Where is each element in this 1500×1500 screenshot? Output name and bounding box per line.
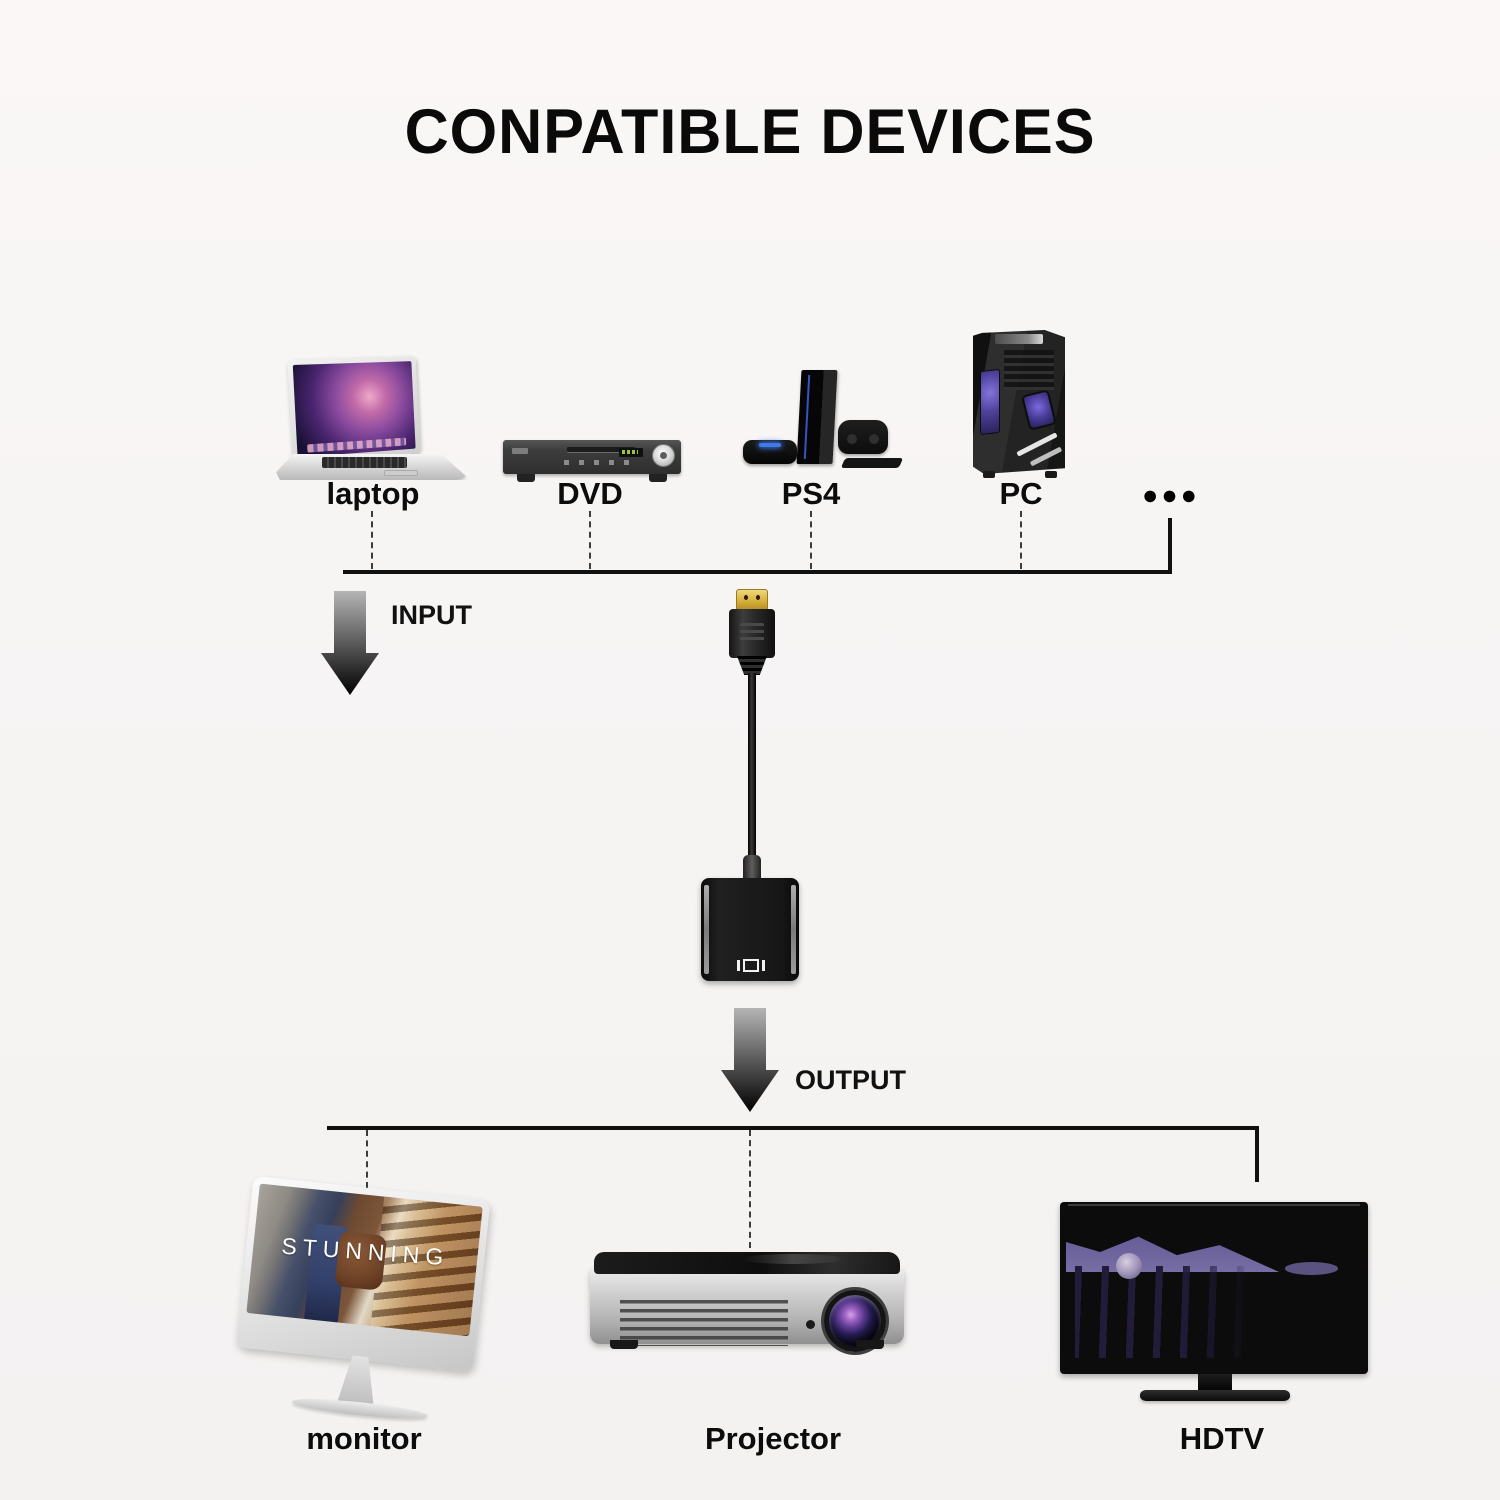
pc-vents (1004, 350, 1054, 390)
hdmi-strain-relief (737, 656, 767, 675)
projector-image (590, 1252, 904, 1352)
ps4-controller-lightbar (743, 440, 797, 464)
dvd-display (619, 448, 643, 457)
pc-foot (1045, 471, 1057, 478)
vga-port-socket (743, 958, 759, 972)
hdmi-plug-body (729, 609, 775, 658)
input-device-label-pc: PC (999, 476, 1043, 511)
hdtv-screen (1066, 1208, 1362, 1368)
ps4-tower (796, 370, 838, 464)
adapter-cable (748, 673, 756, 861)
connector-dashed-ps4 (810, 511, 812, 569)
monitor-frame: STUNNING (235, 1175, 491, 1372)
connector-dashed-projector (749, 1130, 751, 1248)
dvd-disc-tray (567, 447, 635, 452)
vga-strain-relief (743, 855, 761, 881)
hdtv-image (1060, 1202, 1370, 1414)
connector-dashed-pc (1020, 511, 1022, 569)
input-bus-line (343, 570, 1172, 574)
hdtv-stand-base (1140, 1390, 1290, 1401)
output-device-label-hdtv: HDTV (1179, 1421, 1265, 1456)
monitor-screen: STUNNING (246, 1183, 483, 1337)
hdmi-plug-gold-tip (736, 589, 768, 610)
dvd-foot (649, 474, 667, 482)
vga-port-icon (735, 958, 767, 972)
projector-ir-sensor (806, 1320, 815, 1329)
output-device-label-projector: Projector (704, 1421, 842, 1456)
output-device-label-monitor: monitor (306, 1421, 422, 1456)
hdmi-plug-grip (740, 623, 764, 641)
output-down-arrow-icon (721, 1008, 779, 1112)
dvd-knob (652, 444, 675, 467)
projector-foot (856, 1340, 884, 1349)
laptop-dock (306, 437, 407, 453)
monitor-image: STUNNING (219, 1175, 505, 1441)
input-label: INPUT (391, 600, 472, 630)
input-down-arrow-icon (321, 591, 379, 695)
hdtv-scene-pier (1074, 1265, 1265, 1359)
output-label: OUTPUT (795, 1065, 906, 1095)
hdtv-stand-neck (1198, 1374, 1232, 1390)
input-bus-elbow (1168, 518, 1172, 574)
vga-port-pin (762, 959, 765, 971)
vga-port-pin (737, 959, 740, 971)
input-device-label-ps4: PS4 (781, 476, 841, 511)
hdtv-scene-island (1285, 1262, 1339, 1276)
hdtv-scene-orb (1116, 1252, 1143, 1279)
output-bus-elbow (1255, 1126, 1259, 1182)
input-device-label-laptop: laptop (326, 476, 420, 511)
pc-foot (983, 471, 995, 478)
connector-dashed-monitor (366, 1130, 368, 1240)
dvd-buttons (563, 460, 638, 465)
laptop-image (276, 356, 468, 488)
connector-dashed-laptop (371, 511, 373, 569)
laptop-trackpad (383, 470, 419, 476)
output-bus-line (327, 1126, 1259, 1130)
page-title: CONPATIBLE DEVICES (404, 97, 1096, 167)
connector-dashed-dvd (589, 511, 591, 569)
laptop-screen (287, 356, 421, 464)
pc-case (973, 330, 1065, 474)
projector-vents (620, 1300, 788, 1346)
laptop-wallpaper (292, 361, 416, 458)
pc-front-window (1021, 389, 1057, 431)
dvd-usb-port (512, 448, 528, 454)
ps4-console-image (743, 370, 904, 476)
input-device-label-dvd: DVD (557, 476, 623, 511)
more-devices-dots: ●●● (1142, 480, 1200, 510)
laptop-keyboard (322, 457, 407, 468)
laptop-base (276, 454, 468, 480)
pc-accent-stripe (1029, 446, 1063, 467)
ps4-camera (840, 458, 904, 468)
projector-foot (610, 1340, 638, 1349)
dvd-player-image (503, 440, 681, 482)
hdtv-frame (1060, 1202, 1368, 1374)
dvd-player-body (503, 440, 681, 474)
ps4-controller (838, 420, 888, 454)
projector-top-panel (594, 1252, 900, 1274)
vga-adapter-body (701, 878, 799, 981)
projector-body (590, 1266, 904, 1352)
dvd-foot (517, 474, 535, 482)
pc-side-window (980, 368, 1000, 436)
pc-tower-image (973, 330, 1065, 478)
pc-top-panel (995, 334, 1043, 344)
